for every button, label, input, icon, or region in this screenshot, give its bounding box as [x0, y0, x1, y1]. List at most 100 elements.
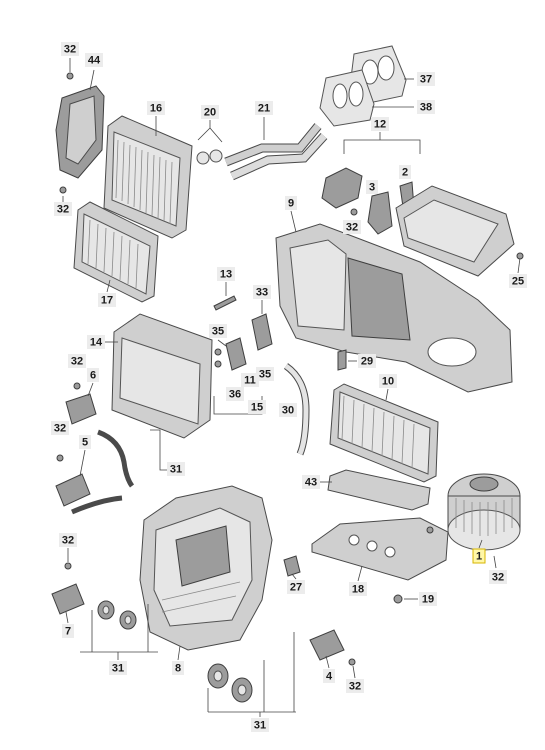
- callout-number: 12: [374, 119, 386, 131]
- callout-box: [379, 374, 397, 388]
- callout-c37: 37: [417, 72, 435, 86]
- callout-number: 11: [244, 375, 256, 387]
- callout-c11: 11: [241, 373, 259, 387]
- callout-c21: 21: [255, 101, 273, 115]
- callout-box: [226, 387, 244, 401]
- callout-box: [256, 367, 274, 381]
- callout-c32a: 32: [61, 42, 79, 56]
- callout-c1: 1: [472, 548, 486, 564]
- callout-number: 18: [352, 584, 364, 596]
- callout-box: [251, 718, 269, 732]
- callout-box: [59, 533, 77, 547]
- callout-box: [172, 661, 184, 675]
- callout-number: 33: [256, 287, 268, 299]
- callout-number: 32: [57, 204, 69, 216]
- callout-number: 10: [382, 376, 394, 388]
- callout-box: [287, 580, 305, 594]
- callout-c18: 18: [349, 582, 367, 596]
- callout-number: 44: [88, 55, 101, 67]
- callout-number: 37: [420, 74, 432, 86]
- callout-number: 20: [204, 107, 216, 119]
- callout-c32e: 32: [51, 421, 69, 435]
- seal-strip-part: [320, 469, 431, 511]
- callout-number: 19: [422, 594, 434, 606]
- callout-number: 27: [290, 582, 302, 594]
- callout-box: [109, 661, 127, 675]
- callout-c10: 10: [379, 374, 397, 388]
- callout-number: 32: [349, 681, 361, 693]
- coolant-pipes-part: [224, 117, 328, 181]
- callout-c27: 27: [287, 580, 305, 594]
- callout-number: 43: [305, 477, 317, 489]
- callout-c15: 15: [248, 400, 266, 414]
- callout-c35b: 35: [256, 367, 274, 381]
- drain-hose-part: [283, 363, 310, 456]
- callout-box: [241, 373, 259, 387]
- callout-c19: 19: [419, 592, 437, 606]
- callout-number: 31: [170, 464, 182, 476]
- callout-number: 36: [229, 389, 241, 401]
- callout-number: 32: [62, 535, 74, 547]
- callout-box: [358, 354, 376, 368]
- callout-c7: 7: [62, 624, 74, 638]
- callout-number: 5: [82, 437, 88, 449]
- evaporator-part: [59, 186, 159, 303]
- callout-number: 38: [420, 102, 432, 114]
- callout-c9: 9: [285, 196, 297, 210]
- callout-c32b: 32: [54, 202, 72, 216]
- callout-box: [87, 335, 105, 349]
- callout-c35a: 35: [209, 324, 227, 338]
- bolt-and-actuator-part: [213, 282, 273, 351]
- callout-box: [147, 101, 165, 115]
- callout-box: [61, 42, 79, 56]
- callout-number: 32: [54, 423, 66, 435]
- callout-box: [509, 274, 527, 288]
- callout-c12: 12: [371, 117, 389, 131]
- callout-box: [87, 368, 99, 382]
- blower-motor-part: [447, 473, 521, 569]
- highlighted-callout-box: [472, 548, 486, 564]
- callout-c20: 20: [201, 105, 219, 119]
- lower-cover-part: [311, 517, 449, 604]
- callout-box: [371, 117, 389, 131]
- callout-c30: 30: [279, 403, 297, 417]
- callout-box: [79, 435, 91, 449]
- callout-box: [366, 180, 378, 194]
- actuator-group-part: [321, 132, 421, 235]
- callout-c25: 25: [509, 274, 527, 288]
- callout-number: 31: [254, 720, 266, 732]
- bottom-left-parts: [51, 548, 158, 660]
- callout-c44: 44: [85, 53, 103, 67]
- callout-box: [62, 624, 74, 638]
- clip-part: [337, 349, 357, 371]
- callout-number: 21: [258, 103, 270, 115]
- callout-number: 13: [220, 269, 232, 281]
- callout-number: 1: [476, 551, 482, 563]
- seal-rings-part: [196, 120, 223, 165]
- callout-box: [248, 400, 266, 414]
- callout-c3: 3: [366, 180, 378, 194]
- callout-box: [279, 403, 297, 417]
- callout-number: 17: [101, 295, 113, 307]
- callout-number: 32: [71, 356, 83, 368]
- callout-box: [85, 53, 103, 67]
- callout-c2: 2: [399, 165, 411, 179]
- callout-number: 9: [288, 198, 294, 210]
- callout-number: 30: [282, 405, 294, 417]
- callout-box: [323, 669, 335, 683]
- callout-box: [167, 462, 185, 476]
- callout-box: [417, 72, 435, 86]
- callout-c4: 4: [323, 669, 335, 683]
- callout-number: 7: [65, 626, 71, 638]
- callout-box: [51, 421, 69, 435]
- left-small-parts: [55, 382, 168, 515]
- callout-box: [399, 165, 411, 179]
- callout-box: [489, 570, 507, 584]
- callout-c43: 43: [302, 475, 320, 489]
- callout-box: [343, 220, 361, 234]
- callout-c6: 6: [87, 368, 99, 382]
- callout-number: 4: [326, 671, 333, 683]
- upper-housing-part: [275, 185, 524, 393]
